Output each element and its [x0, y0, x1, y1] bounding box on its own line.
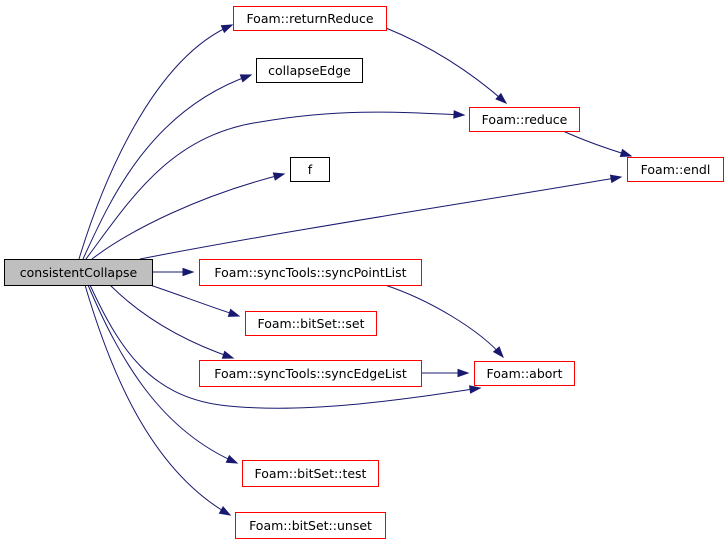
- node-box: [242, 460, 379, 487]
- node-label: Foam::returnReduce: [246, 11, 373, 26]
- arrowhead-icon: [227, 308, 241, 317]
- node-label: Foam::bitSet::set: [257, 316, 364, 331]
- arrowhead-icon: [220, 24, 234, 34]
- edge-line: [87, 284, 238, 464]
- node-box: [245, 311, 377, 336]
- node-endl[interactable]: Foam::endl: [627, 157, 724, 182]
- edge-line: [139, 176, 622, 260]
- node-set[interactable]: Foam::bitSet::set: [245, 311, 377, 336]
- node-box: [469, 107, 580, 132]
- edge-line: [149, 284, 240, 317]
- arrowhead-icon: [225, 454, 239, 464]
- node-abort[interactable]: Foam::abort: [474, 361, 575, 386]
- node-box: [235, 512, 386, 539]
- node-syncPointList[interactable]: Foam::syncTools::syncPointList: [199, 259, 422, 286]
- edge-reduce-to-endl: [562, 130, 633, 158]
- node-label: Foam::bitSet::test: [255, 466, 367, 481]
- node-box: [256, 58, 363, 83]
- edges-layer: [78, 24, 633, 516]
- node-label: Foam::reduce: [482, 112, 568, 127]
- edge-root-to-collapseEdge: [82, 74, 253, 260]
- edge-root-to-endl: [139, 174, 623, 260]
- node-label: Foam::bitSet::unset: [249, 518, 372, 533]
- arrowhead-icon: [469, 385, 482, 394]
- node-label: consistentCollapse: [20, 265, 138, 280]
- arrowhead-icon: [239, 74, 253, 83]
- edge-line: [385, 27, 507, 104]
- edge-line: [109, 284, 234, 359]
- node-box: [4, 259, 153, 286]
- edge-root-to-test: [87, 284, 239, 464]
- arrowhead-icon: [609, 174, 623, 184]
- node-reduce[interactable]: Foam::reduce: [469, 107, 580, 132]
- node-syncEdgeList[interactable]: Foam::syncTools::syncEdgeList: [199, 360, 422, 387]
- node-label: collapseEdge: [268, 63, 351, 78]
- edge-returnReduce-to-reduce: [385, 27, 508, 104]
- edge-syncPointList-to-abort: [384, 284, 504, 359]
- nodes-layer: consistentCollapse Foam::returnReducecoll…: [4, 6, 724, 539]
- edge-root-to-f: [91, 172, 286, 260]
- arrowhead-icon: [457, 368, 470, 378]
- edge-line: [84, 284, 231, 516]
- node-box: [474, 361, 575, 386]
- node-label: Foam::syncTools::syncEdgeList: [214, 366, 407, 381]
- edge-line: [91, 173, 285, 260]
- edge-root-to-set: [149, 284, 241, 317]
- arrowhead-icon: [453, 110, 466, 119]
- node-label: Foam::abort: [487, 366, 563, 381]
- edge-syncEdgeList-to-abort: [421, 368, 470, 378]
- node-box: [627, 157, 724, 182]
- edge-root-to-abort: [89, 284, 482, 409]
- edge-root-to-syncPointList: [152, 267, 195, 277]
- edge-line: [562, 130, 632, 157]
- node-returnReduce[interactable]: Foam::returnReduce: [233, 6, 387, 31]
- node-label: Foam::endl: [641, 162, 711, 177]
- node-f: f: [290, 157, 330, 182]
- edge-line: [85, 111, 465, 260]
- node-unset[interactable]: Foam::bitSet::unset: [235, 512, 386, 539]
- node-box: [233, 6, 387, 31]
- node-box: [290, 157, 330, 182]
- arrowhead-icon: [218, 506, 232, 516]
- node-box: [199, 360, 422, 387]
- arrowhead-icon: [221, 350, 235, 359]
- arrowhead-icon: [182, 267, 195, 277]
- arrowhead-icon: [619, 148, 633, 158]
- arrowhead-icon: [495, 92, 508, 104]
- edge-root-to-returnReduce: [78, 24, 234, 260]
- edge-root-to-unset: [84, 284, 232, 516]
- node-box: [199, 259, 422, 286]
- arrowhead-icon: [492, 346, 504, 359]
- node-test[interactable]: Foam::bitSet::test: [242, 460, 379, 487]
- arrowhead-icon: [272, 172, 286, 181]
- node-root: consistentCollapse: [4, 259, 153, 286]
- node-collapseEdge: collapseEdge: [256, 58, 363, 83]
- edge-line: [89, 284, 481, 409]
- edge-root-to-syncEdgeList: [109, 284, 235, 359]
- edge-line: [82, 74, 252, 260]
- node-label: Foam::syncTools::syncPointList: [214, 265, 406, 280]
- node-label: f: [308, 162, 313, 177]
- edge-line: [78, 24, 233, 260]
- edge-root-to-reduce: [85, 110, 466, 260]
- edge-line: [384, 284, 504, 358]
